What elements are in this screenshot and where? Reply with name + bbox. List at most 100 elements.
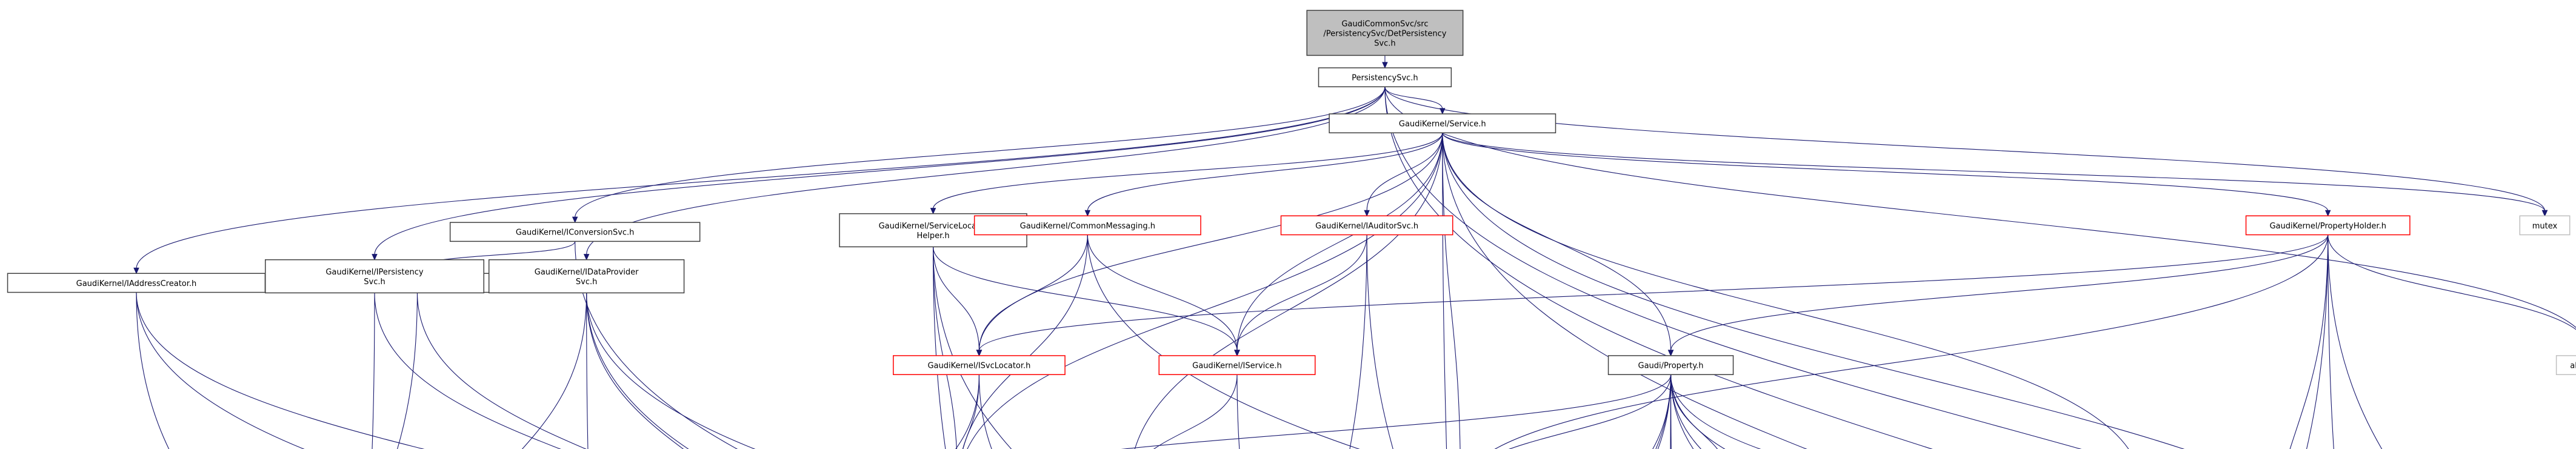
edge-idataprovidersvc-to-string	[586, 293, 689, 449]
edge-persistencysvc-to-iconversionsvc	[572, 87, 1386, 224]
node-label: GaudiKernel/PropertyHolder.h	[2269, 222, 2386, 231]
node-box	[449, 222, 701, 242]
edge-servicelocatorhelper-to-iservice	[932, 247, 1240, 357]
edge-service-to-istateful	[1134, 133, 1443, 449]
node-label: GaudiKernel/IDataProvider	[535, 268, 639, 277]
node-box	[2519, 215, 2571, 236]
node-label: GaudiKernel/ISvcLocator.h	[927, 362, 1030, 371]
edge-persistencysvc-to-map	[1384, 87, 2082, 449]
edge-gaudiproperty-to-detailsproperty	[1670, 374, 1718, 449]
node-label: Helper.h	[916, 231, 949, 241]
node-isvclocator[interactable]: GaudiKernel/ISvcLocator.h	[893, 355, 1066, 375]
node-label: GaudiKernel/ServiceLocator	[879, 222, 989, 231]
node-box	[2555, 355, 2576, 375]
edge-servicelocatorhelper-to-smartif	[932, 247, 957, 449]
edge-gaudiproperty-to-stdexcept	[1670, 374, 1761, 449]
node-box	[1158, 355, 1316, 375]
edge-root-to-persistencysvc	[1382, 55, 1388, 69]
edge-service-to-pluginservice	[1442, 133, 2185, 449]
edge-servicelocatorhelper-to-isvclocator	[932, 247, 983, 357]
edge-propertyholder-to-isvclocator	[976, 234, 2329, 357]
node-persistencysvc[interactable]: PersistencySvc.h	[1318, 67, 1452, 87]
node-box	[1607, 355, 1734, 375]
node-commonmessaging[interactable]: GaudiKernel/CommonMessaging.h	[973, 215, 1201, 236]
edge-iconverter-to-iinterface	[416, 292, 587, 449]
edge-service-to-propertyholder	[1442, 133, 2331, 217]
edge-service-to-toolhandle	[1442, 133, 2129, 449]
node-gaudiproperty[interactable]: Gaudi/Property.h	[1607, 355, 1734, 375]
node-label: GaudiKernel/IService.h	[1192, 362, 1282, 371]
edge-idataprovidersvc-to-string_view	[586, 293, 756, 449]
edge-propertyholder-to-stdexcept	[2289, 234, 2329, 449]
edge-service-to-iservice	[1234, 133, 1443, 357]
edge-iconverter-to-classid	[396, 292, 418, 449]
edge-persistencysvc-to-ipersistencysvc	[372, 87, 1386, 261]
edge-ipersistencysvc-to-iinterface	[374, 293, 561, 449]
edge-idataprovidersvc-to-iinterface	[586, 293, 684, 449]
edge-service-to-iproperty	[1442, 133, 1461, 449]
node-mutex: mutex	[2519, 215, 2571, 236]
node-label: GaudiKernel/IConversionSvc.h	[516, 228, 635, 238]
edge-service-to-vector	[1442, 133, 1807, 449]
nodes-layer: GaudiCommonSvc/src/PersistencySvc/DetPer…	[7, 10, 2576, 375]
node-service[interactable]: GaudiKernel/Service.h	[1329, 113, 1557, 133]
edge-iaddresscreator-to-string	[136, 292, 305, 449]
edge-iservice-to-istateful	[1153, 374, 1238, 449]
edge-service-to-iauditorsvc	[1364, 133, 1443, 217]
node-label: Svc.h	[576, 278, 597, 287]
node-root: GaudiCommonSvc/src/PersistencySvc/DetPer…	[1306, 10, 1464, 56]
node-box	[488, 259, 685, 294]
edge-servicelocatorhelper-to-string	[932, 247, 1012, 449]
node-box	[1318, 67, 1452, 87]
node-box	[893, 355, 1066, 375]
edge-propertyholder-to-utility	[2306, 234, 2329, 449]
edge-propertyholder-to-gaudiproperty	[1667, 234, 2329, 357]
edge-persistencysvc-to-functional	[1384, 87, 1933, 449]
node-label: algorithm	[2570, 362, 2576, 371]
node-label: GaudiKernel/IPersistency	[325, 268, 424, 277]
edge-persistencysvc-to-algorithm	[1384, 87, 2576, 328]
node-algorithm: algorithm	[2555, 355, 2576, 375]
node-label: /PersistencySvc/DetPersistency	[1323, 29, 1446, 38]
node-box	[7, 273, 266, 293]
node-box	[2245, 215, 2411, 236]
node-label: GaudiCommonSvc/src	[1341, 19, 1428, 28]
edge-service-to-isvclocator	[976, 133, 1443, 357]
node-label: Gaudi/Property.h	[1638, 362, 1704, 371]
node-iservice[interactable]: GaudiKernel/IService.h	[1158, 355, 1316, 375]
edge-gaudiproperty-to-smartif	[1121, 374, 1672, 449]
node-label: PersistencySvc.h	[1352, 74, 1418, 83]
edge-service-to-mutex	[1442, 133, 2548, 217]
node-box	[264, 259, 484, 294]
edge-iaddresscreator-to-classid	[136, 292, 170, 449]
node-box	[1280, 215, 1453, 236]
edge-isvclocator-to-smartif	[962, 374, 979, 449]
edge-commonmessaging-to-isvclocator	[976, 234, 1088, 357]
node-iaddresscreator[interactable]: GaudiKernel/IAddressCreator.h	[7, 273, 266, 293]
edge-service-to-servicelocatorhelper	[930, 133, 1443, 215]
node-label: mutex	[2532, 222, 2558, 231]
edge-gaudiproperty-to-string_view	[1657, 374, 1672, 449]
edge-service-to-system	[1442, 133, 1447, 449]
node-iauditorsvc[interactable]: GaudiKernel/IAuditorSvc.h	[1280, 215, 1453, 236]
edge-gaudiproperty-to-string	[1655, 374, 1672, 449]
edge-gaudiproperty-to-tostream	[1670, 374, 1702, 449]
edge-gaudiproperty-to-propertybase	[1652, 374, 1672, 449]
edge-iauditorsvc-to-system	[1366, 234, 1393, 449]
node-propertyholder[interactable]: GaudiKernel/PropertyHolder.h	[2245, 215, 2411, 236]
edge-service-to-smartif	[967, 133, 1443, 449]
node-box	[973, 215, 1201, 236]
edge-iconversionsvc-to-string	[575, 241, 738, 449]
edge-gaudiproperty-to-propertyfwd	[1670, 374, 1672, 449]
edge-propertyholder-to-functional	[2327, 234, 2383, 449]
edge-gaudiproperty-to-iproperty	[1509, 374, 1672, 449]
node-label: Svc.h	[1374, 39, 1395, 48]
node-iconversionsvc[interactable]: GaudiKernel/IConversionSvc.h	[449, 222, 701, 242]
edge-iauditorsvc-to-iservice	[1234, 234, 1367, 357]
edge-propertyholder-to-iproperty	[1494, 234, 2329, 449]
edge-persistencysvc-to-service	[1384, 87, 1446, 115]
edge-iauditorsvc-to-string	[1349, 234, 1367, 449]
